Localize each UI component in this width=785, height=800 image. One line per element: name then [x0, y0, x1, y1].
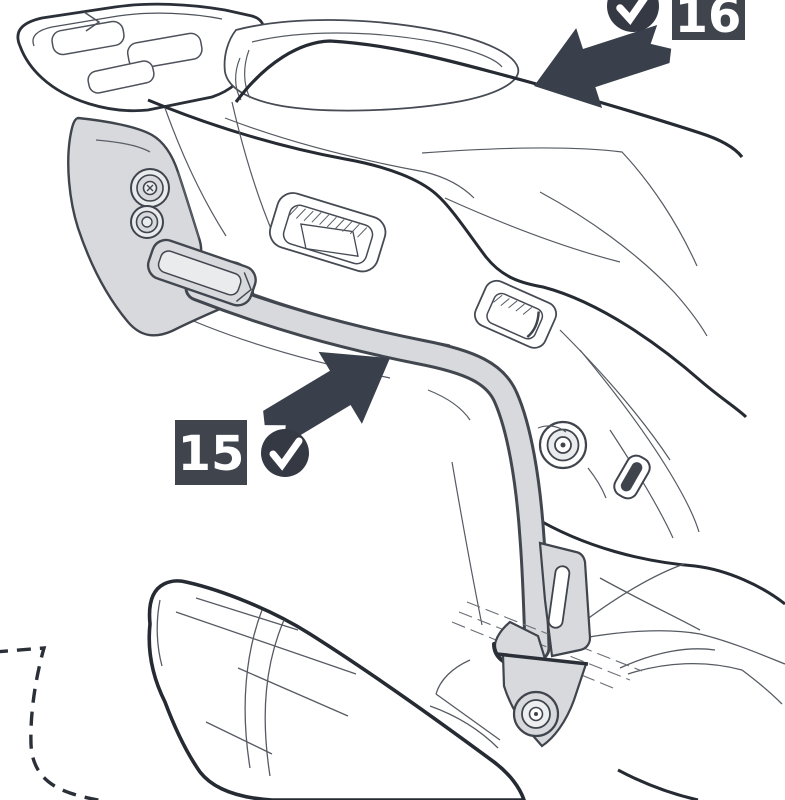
seat-bottom-edge	[234, 39, 744, 159]
exhaust-muffler	[147, 579, 526, 800]
step-16-badge	[672, 0, 745, 40]
tail-top-edge	[147, 98, 748, 419]
step-15-check-icon	[261, 429, 309, 477]
step-16-annotation: 16	[534, 0, 745, 109]
bracket-slot	[547, 565, 571, 629]
step-15-badge	[175, 420, 247, 485]
step-15-number: 15	[178, 426, 245, 482]
luggage-rack	[16, 2, 268, 113]
lower-bracket-bolt	[512, 690, 560, 738]
bracket-bolt-upper	[130, 168, 170, 208]
step-16-number: 16	[675, 0, 742, 44]
step-15-arrow-icon	[263, 351, 390, 446]
tail-bodywork	[147, 98, 785, 626]
rack-slots	[51, 20, 203, 94]
bracket-bolt-lower	[130, 205, 164, 239]
seat	[223, 19, 744, 159]
step-16-arrow-icon	[534, 24, 672, 109]
shock-bolt	[538, 420, 588, 470]
step-16-check-icon	[607, 0, 659, 32]
panel-line	[537, 425, 607, 499]
rack-hook	[83, 11, 101, 32]
vent-slot	[613, 454, 651, 500]
grab-handle-slot-right	[473, 279, 558, 349]
tail-bottom-edge	[531, 514, 785, 606]
pannier-rail	[184, 274, 551, 662]
cut-boundary-dashed-line	[0, 646, 109, 800]
step-15-annotation: 15	[175, 351, 390, 485]
lower-bracket	[492, 541, 592, 748]
grab-handle-slot-left	[269, 192, 387, 273]
rail-clamp	[146, 238, 257, 307]
